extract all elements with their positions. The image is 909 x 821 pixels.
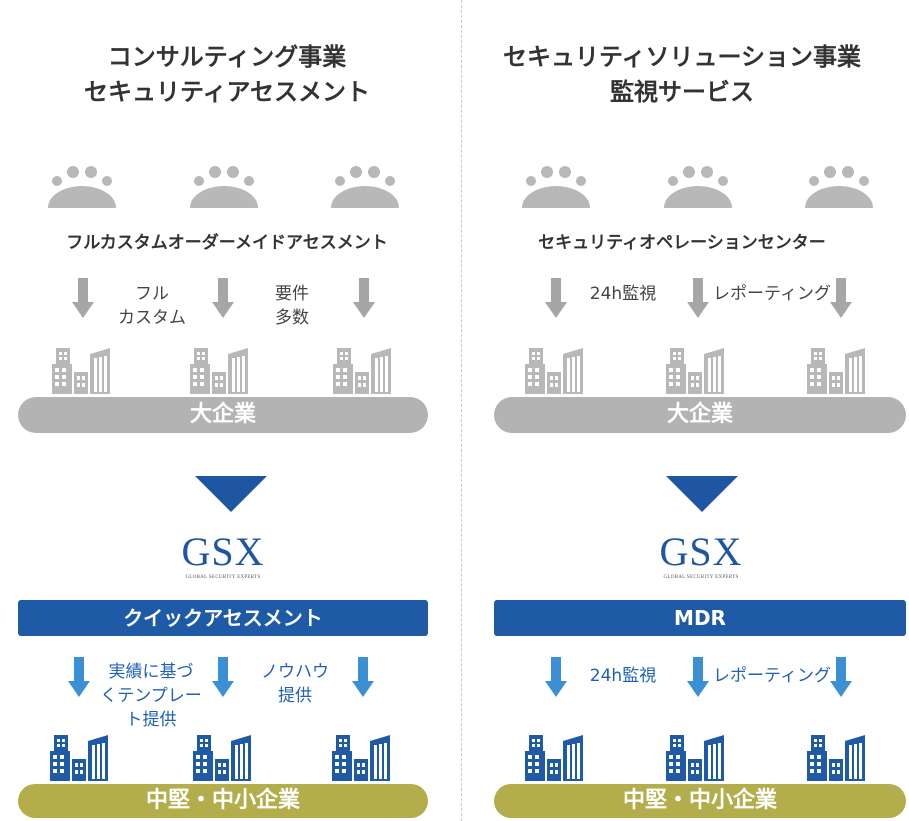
- left-subhead: フルカスタムオーダーメイドアセスメント: [66, 233, 388, 253]
- people-group-icon: [48, 166, 116, 208]
- down-arrow-icon: [687, 278, 709, 318]
- down-arrow-icon: [687, 657, 709, 697]
- mdr-band: MDR: [494, 600, 906, 636]
- building-icon: [333, 348, 391, 394]
- quick-assessment-band: クイックアセスメント: [18, 600, 428, 636]
- lower-label-reporting: レポーティング: [713, 666, 831, 686]
- triangle-down-icon: [195, 476, 267, 512]
- lower-label-knowhow: ノウハウ提供: [261, 662, 329, 706]
- gsx-logo: GSX GLOBAL SECURITY EXPERTS: [659, 529, 743, 581]
- building-icon: [807, 735, 865, 781]
- building-icon: [332, 735, 390, 781]
- building-icon: [666, 348, 724, 394]
- down-arrow-icon: [545, 278, 567, 318]
- right-title-line2: 監視サービス: [610, 78, 754, 106]
- building-icon: [525, 735, 583, 781]
- center-divider: [461, 0, 462, 821]
- down-arrow-icon: [353, 278, 375, 318]
- upper-label-24h-monitoring: 24h監視: [589, 284, 657, 304]
- people-group-icon: [331, 166, 399, 208]
- upper-label-reporting: レポーティング: [713, 284, 831, 304]
- gsx-logo: GSX GLOBAL SECURITY EXPERTS: [181, 529, 265, 581]
- people-group-icon: [664, 166, 732, 208]
- down-arrow-icon: [212, 657, 234, 697]
- sme-bar: 中堅・中小企業: [494, 784, 906, 818]
- security-solution-column: セキュリティソリューション事業 監視サービス セキュリティオペレーションセンター…: [455, 0, 909, 821]
- large-enterprise-bar: 大企業: [494, 397, 906, 433]
- down-arrow-icon: [830, 278, 852, 318]
- building-icon: [193, 735, 251, 781]
- left-title-line1: コンサルティング事業: [107, 43, 347, 71]
- upper-label-full-custom: フルカスタム: [118, 284, 186, 328]
- right-subhead: セキュリティオペレーションセンター: [538, 233, 826, 253]
- building-icon: [525, 348, 583, 394]
- building-icon: [50, 735, 108, 781]
- upper-label-many-requirements: 要件多数: [275, 284, 309, 328]
- down-arrow-icon: [68, 657, 90, 697]
- building-icon: [52, 348, 110, 394]
- building-icon: [807, 348, 865, 394]
- down-arrow-icon: [72, 278, 94, 318]
- people-group-icon: [805, 166, 873, 208]
- down-arrow-icon: [830, 657, 852, 697]
- people-group-icon: [190, 166, 258, 208]
- building-icon: [666, 735, 724, 781]
- down-arrow-icon: [352, 657, 374, 697]
- building-icon: [190, 348, 248, 394]
- down-arrow-icon: [212, 278, 234, 318]
- consulting-column: コンサルティング事業 セキュリティアセスメント フルカスタムオーダーメイドアセス…: [0, 0, 454, 821]
- left-title-line2: セキュリティアセスメント: [83, 78, 371, 106]
- lower-label-template: 実績に基づくテンプレート提供: [100, 662, 202, 730]
- people-group-icon: [522, 166, 590, 208]
- sme-bar: 中堅・中小企業: [18, 784, 428, 818]
- down-arrow-icon: [545, 657, 567, 697]
- triangle-down-icon: [666, 476, 738, 512]
- large-enterprise-bar: 大企業: [18, 397, 428, 433]
- lower-label-24h-monitoring: 24h監視: [589, 666, 657, 686]
- right-title-line1: セキュリティソリューション事業: [502, 43, 862, 71]
